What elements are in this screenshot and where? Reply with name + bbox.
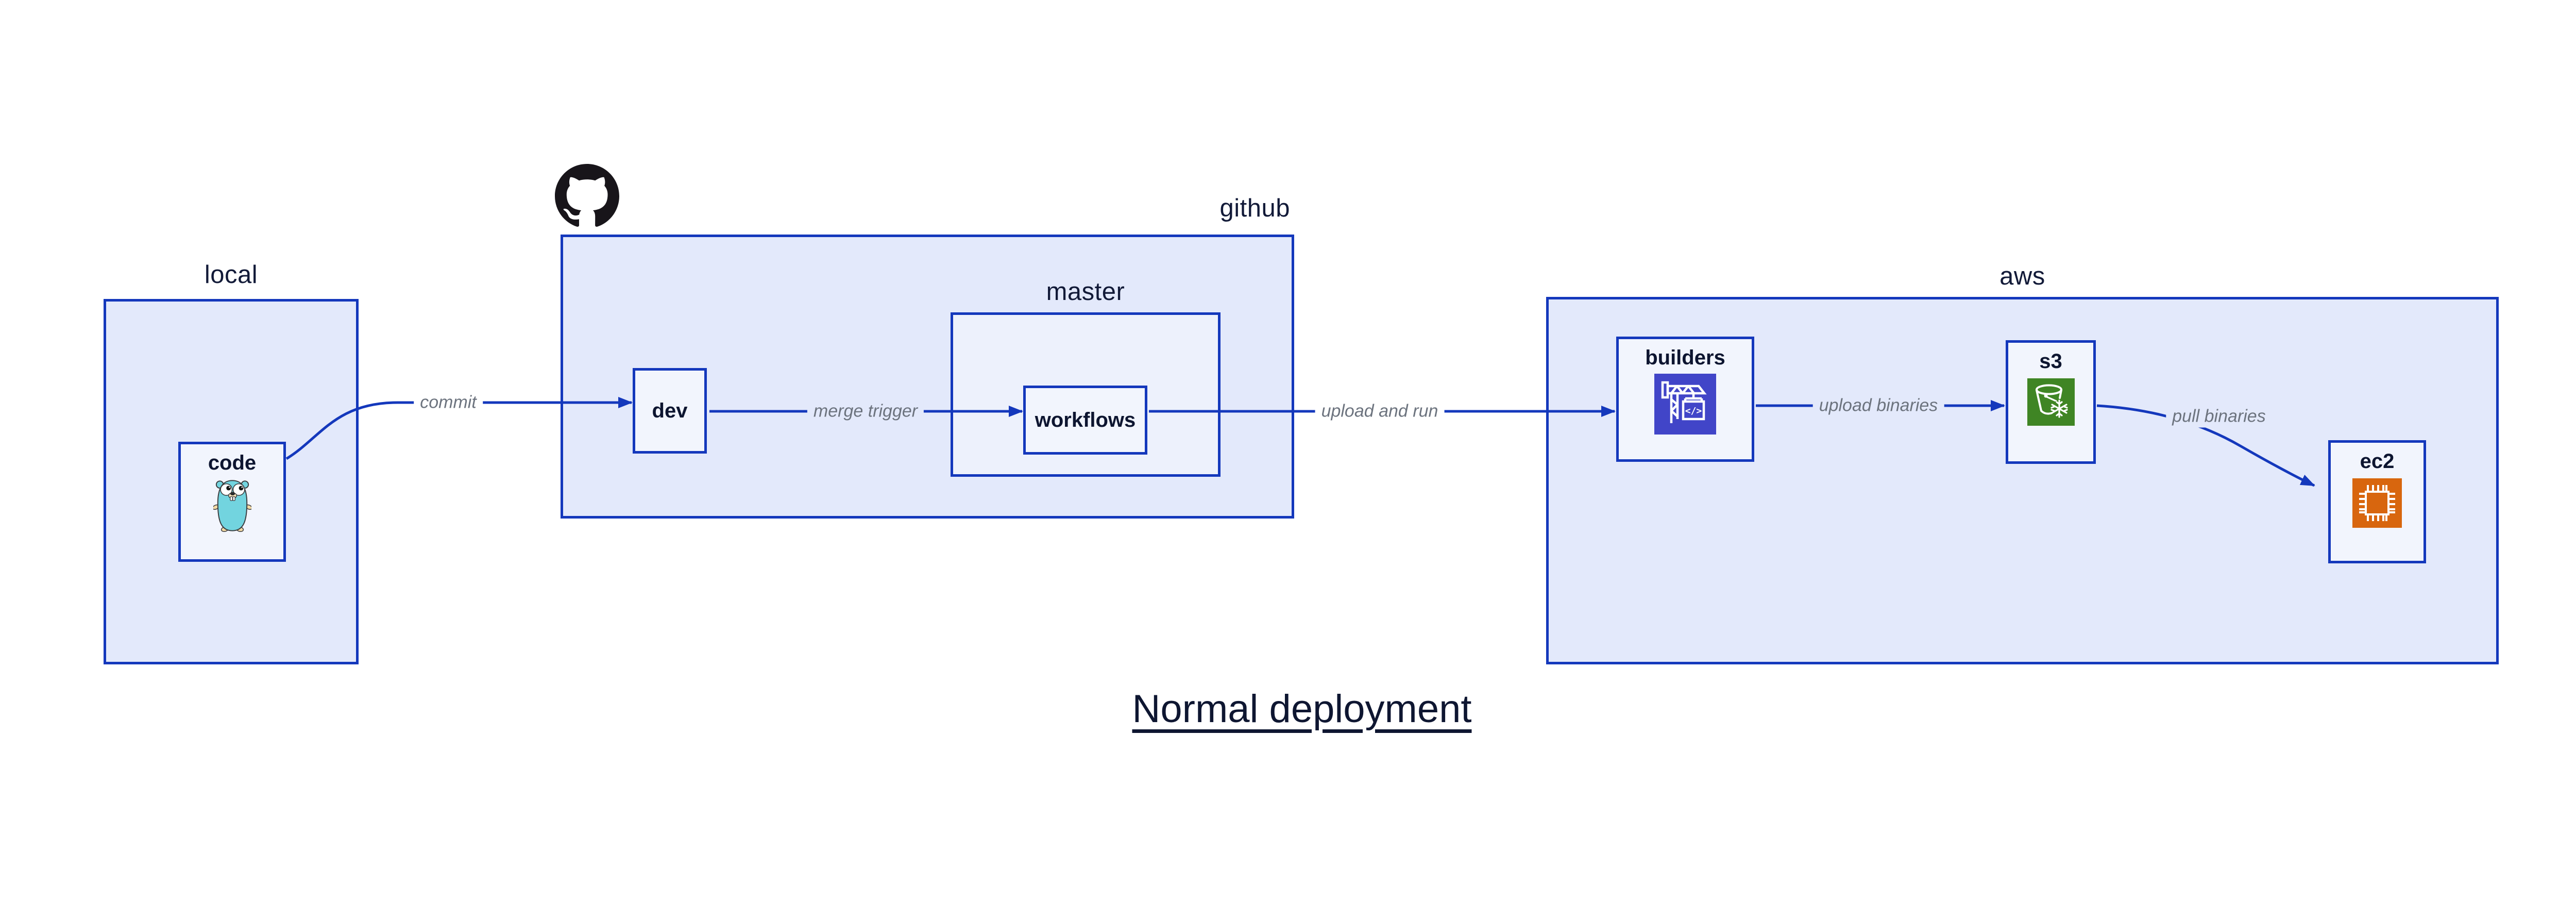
node-label-workflows: workflows <box>1035 408 1136 431</box>
node-label-builders: builders <box>1645 346 1725 369</box>
edge-label-upload-binaries: upload binaries <box>1812 394 1944 417</box>
edge-label-upload-and-run: upload and run <box>1315 400 1445 423</box>
edge-label-merge-trigger: merge trigger <box>807 400 924 423</box>
node-label-code: code <box>208 452 257 474</box>
github-octocat-icon <box>555 164 619 227</box>
aws-ec2-icon <box>2352 478 2402 528</box>
aws-codebuild-icon: </> <box>1654 374 1716 435</box>
edge-label-commit: commit <box>414 391 483 414</box>
container-label-aws: aws <box>1999 262 2045 290</box>
aws-s3-glacier-icon <box>2027 378 2075 426</box>
node-dev: dev <box>633 368 707 454</box>
node-workflows: workflows <box>1023 386 1147 455</box>
container-label-github: github <box>1219 194 1290 222</box>
node-builders: builders </> <box>1616 337 1754 462</box>
node-label-dev: dev <box>652 399 688 422</box>
diagram-title: Normal deployment <box>1132 687 1472 731</box>
node-code: code <box>178 442 286 562</box>
container-label-local: local <box>204 261 258 289</box>
node-s3: s3 <box>2006 340 2096 464</box>
node-ec2: ec2 <box>2328 440 2426 563</box>
edge-label-pull-binaries: pull binaries <box>2166 405 2272 428</box>
container-label-master: master <box>1046 278 1125 306</box>
codebuild-code-glyph: </> <box>1685 406 1702 416</box>
node-label-s3: s3 <box>2039 350 2062 373</box>
node-label-ec2: ec2 <box>2360 450 2395 473</box>
go-gopher-icon <box>213 480 251 532</box>
